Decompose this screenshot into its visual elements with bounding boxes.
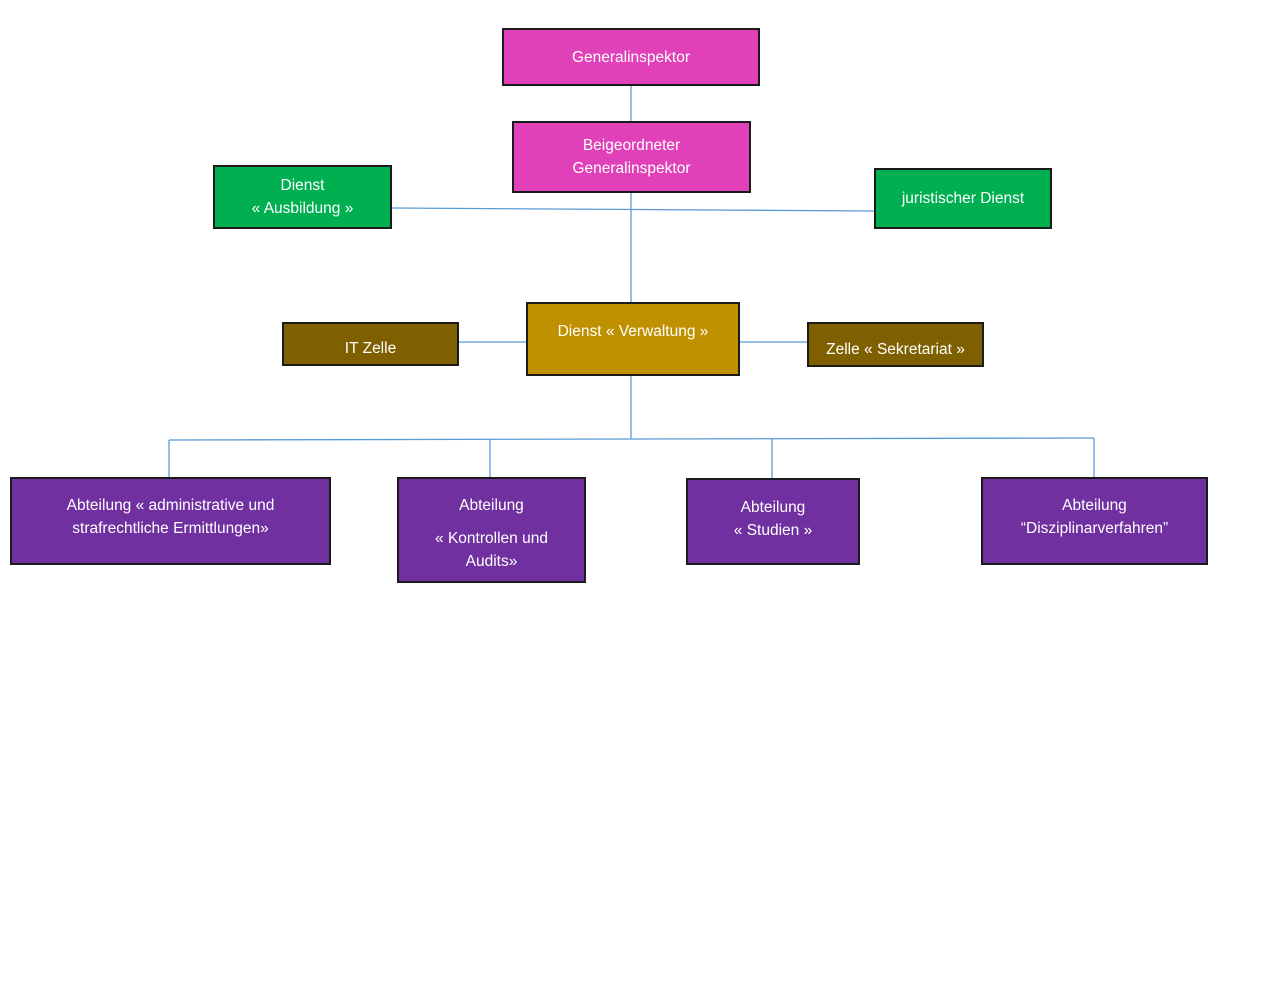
node-label: “Disziplinarverfahren” <box>1020 520 1169 537</box>
node-label: IT Zelle <box>344 339 397 357</box>
node-label: Audits» <box>465 553 518 570</box>
node-abteilung-studien: Abteilung « Studien » <box>686 478 860 565</box>
node-generalinspektor: Generalinspektor <box>502 28 760 86</box>
node-abteilung-ermittlungen: Abteilung « administrative und strafrech… <box>10 477 331 565</box>
node-label: Generalinspektor <box>572 160 691 177</box>
node-label: Abteilung <box>1062 497 1127 514</box>
node-label: « Kontrollen und <box>435 530 548 547</box>
node-abteilung-disziplinarverfahren: Abteilung “Disziplinarverfahren” <box>981 477 1208 565</box>
node-it-zelle: IT Zelle <box>282 322 459 366</box>
node-juristischer-dienst: juristischer Dienst <box>874 168 1052 229</box>
node-label: Dienst <box>280 177 325 194</box>
node-zelle-sekretariat: Zelle « Sekretariat » <box>807 322 984 367</box>
node-label: Abteilung <box>740 499 806 516</box>
node-label: Dienst « Verwaltung » <box>557 323 709 340</box>
node-label: strafrechtliche Ermittlungen» <box>72 520 269 537</box>
node-dienst-verwaltung: Dienst « Verwaltung » <box>526 302 740 376</box>
node-label: juristischer Dienst <box>901 190 1025 207</box>
node-dienst-ausbildung: Dienst « Ausbildung » <box>213 165 392 229</box>
node-beigeordneter-generalinspektor: Beigeordneter Generalinspektor <box>512 121 751 193</box>
connector-division-bus <box>168 437 1095 441</box>
node-label: « Ausbildung » <box>251 200 354 217</box>
node-label: « Studien » <box>733 522 813 539</box>
connector-staff-line <box>391 207 875 212</box>
node-abteilung-kontrollen: Abteilung « Kontrollen und Audits» <box>397 477 586 583</box>
node-label: Abteilung <box>459 497 524 514</box>
node-label: Generalinspektor <box>571 48 691 66</box>
node-label: Beigeordneter <box>582 137 681 154</box>
node-label: Zelle « Sekretariat » <box>826 341 965 358</box>
node-label: Abteilung « administrative und <box>66 497 275 514</box>
